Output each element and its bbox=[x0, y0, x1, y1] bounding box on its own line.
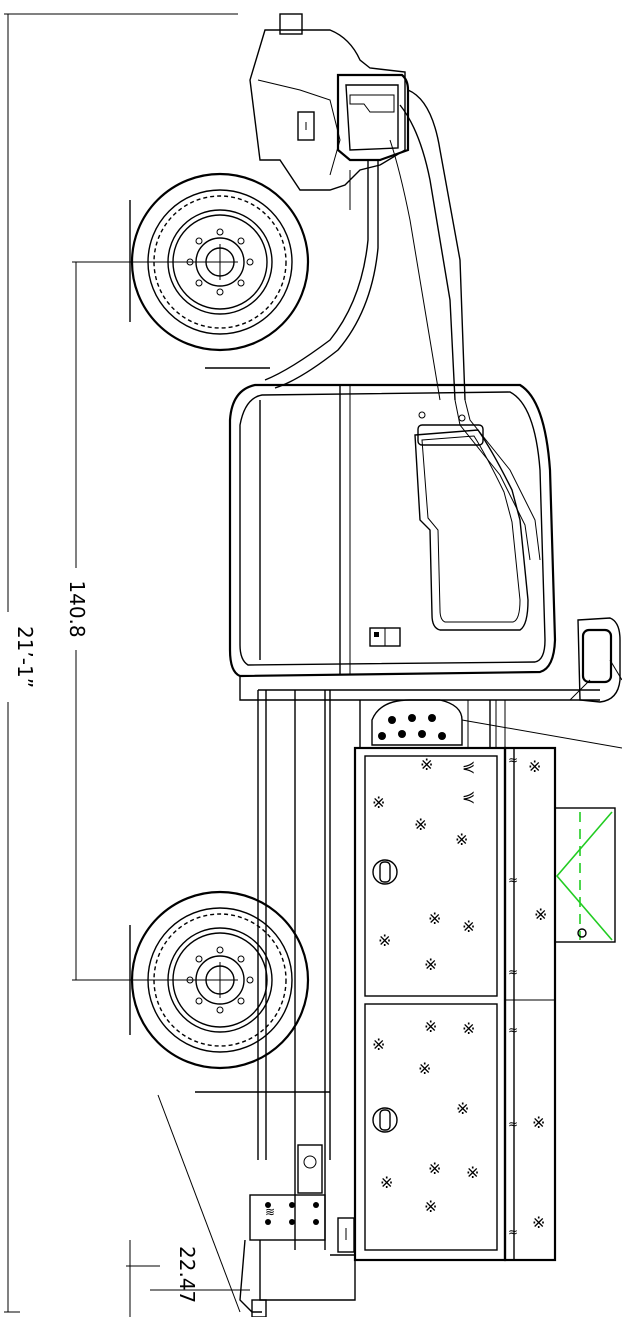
svg-text:※: ※ bbox=[424, 1017, 437, 1036]
svg-text:※: ※ bbox=[428, 909, 441, 928]
bed-gooseneck-outline bbox=[554, 807, 616, 943]
svg-text:※: ※ bbox=[462, 1019, 475, 1038]
svg-text:⋞: ⋞ bbox=[462, 757, 475, 776]
receiver-bolts bbox=[265, 1202, 319, 1225]
svg-text:≈: ≈ bbox=[508, 1225, 518, 1239]
svg-text:※: ※ bbox=[372, 793, 385, 812]
cab bbox=[228, 383, 557, 678]
svg-text:※: ※ bbox=[424, 955, 437, 974]
rear-wheel bbox=[129, 890, 310, 1070]
svg-text:≈: ≈ bbox=[508, 1023, 518, 1037]
overall-length-dimension: 21’-1” bbox=[0, 13, 238, 1313]
svg-text:※: ※ bbox=[380, 1173, 393, 1192]
wheelbase-dimension: 140.8 bbox=[62, 261, 210, 981]
svg-text:≈: ≈ bbox=[508, 1117, 518, 1131]
front-wheel bbox=[129, 172, 310, 352]
svg-text:≋: ≋ bbox=[265, 1205, 275, 1219]
svg-text:※: ※ bbox=[372, 1035, 385, 1054]
svg-text:※: ※ bbox=[456, 1099, 469, 1118]
wheelbase-label: 140.8 bbox=[65, 580, 89, 637]
svg-text:※: ※ bbox=[418, 1059, 431, 1078]
svg-text:※: ※ bbox=[528, 757, 541, 776]
svg-text:※: ※ bbox=[532, 1213, 545, 1232]
departure-label: 22.47 bbox=[175, 1246, 199, 1303]
diamond-plate-texture: ※ ⋞ ※ ⋞ ※ ※ ※ ※ ※ ※ ※ ※ ※ ※ ※ ※ ※ ※ ※ ※ … bbox=[265, 753, 547, 1239]
svg-text:※: ※ bbox=[424, 1197, 437, 1216]
svg-text:※: ※ bbox=[466, 1163, 479, 1182]
svg-text:※: ※ bbox=[414, 815, 427, 834]
svg-text:⋞: ⋞ bbox=[462, 787, 475, 806]
svg-text:※: ※ bbox=[428, 1159, 441, 1178]
svg-text:※: ※ bbox=[378, 931, 391, 950]
svg-text:≈: ≈ bbox=[508, 873, 518, 887]
svg-text:※: ※ bbox=[534, 905, 547, 924]
chassis-frame bbox=[195, 367, 600, 1317]
front-end bbox=[249, 13, 410, 191]
svg-text:≈: ≈ bbox=[508, 965, 518, 979]
svg-text:※: ※ bbox=[532, 1113, 545, 1132]
svg-text:※: ※ bbox=[455, 830, 468, 849]
side-mirror bbox=[569, 617, 622, 703]
flatbed-body bbox=[353, 699, 622, 1262]
svg-text:≈: ≈ bbox=[508, 753, 518, 767]
overall-length-label: 21’-1” bbox=[13, 626, 37, 688]
svg-text:※: ※ bbox=[462, 917, 475, 936]
svg-text:※: ※ bbox=[420, 755, 433, 774]
tank-rivets bbox=[378, 714, 446, 740]
departure-dimension: 22.47 bbox=[126, 1094, 250, 1317]
hood bbox=[264, 89, 466, 401]
